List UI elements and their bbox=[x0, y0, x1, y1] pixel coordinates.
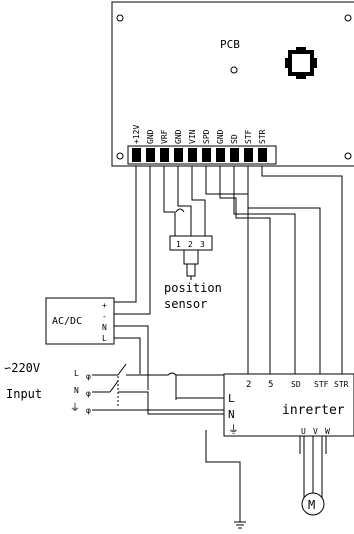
pcb-chip-icon bbox=[285, 47, 317, 79]
terminal-label-spd: SPD bbox=[202, 129, 211, 144]
pcb-label: PCB bbox=[220, 38, 240, 51]
terminal-label-vin: VIN bbox=[188, 129, 197, 144]
acdc-pin-n: N bbox=[102, 323, 107, 332]
input-terminal-ground-icon: φ bbox=[86, 406, 91, 415]
acdc-pin-minus: - bbox=[102, 312, 107, 321]
inverter-terminal-str: STR bbox=[334, 380, 349, 389]
inverter-terminal-sd: SD bbox=[291, 380, 301, 389]
inverter-label: inrerter bbox=[282, 403, 345, 418]
input-line-n: N bbox=[74, 386, 79, 395]
position-sensor: 1 2 3 position sensor bbox=[164, 235, 222, 311]
acdc-pin-l: L bbox=[102, 334, 107, 343]
sensor-pin-2: 2 bbox=[188, 240, 193, 249]
pcb-hole bbox=[230, 66, 238, 74]
inverter-terminal-l: L bbox=[228, 392, 235, 405]
inverter-terminal-n: N bbox=[228, 408, 235, 421]
inverter-terminal-5: 5 bbox=[268, 380, 273, 390]
mains-input: ∽220V Input L N ⏚ φ φ φ bbox=[4, 361, 91, 415]
terminal-label-12v: +12V bbox=[132, 125, 141, 144]
inverter-output-w: W bbox=[325, 427, 330, 436]
acdc-label: AC/DC bbox=[52, 316, 82, 327]
terminal-label-str: STR bbox=[258, 129, 267, 144]
acdc-module: AC/DC + - N L bbox=[45, 297, 115, 345]
sensor-label-line1: position bbox=[164, 281, 222, 295]
input-terminal-l-icon: φ bbox=[86, 372, 91, 381]
inverter-terminal-2: 2 bbox=[246, 380, 251, 390]
input-voltage: ∽220V bbox=[4, 361, 40, 375]
terminal-label-stf: STF bbox=[244, 129, 253, 144]
terminal-label-gnd-3: GND bbox=[216, 129, 225, 144]
inverter-output-v: V bbox=[313, 427, 318, 436]
pcb-terminal-screws bbox=[132, 148, 267, 162]
acdc-pin-plus: + bbox=[102, 301, 107, 310]
sensor-pin-1: 1 bbox=[176, 240, 181, 249]
terminal-label-sd: SD bbox=[230, 134, 239, 144]
sensor-pin-3: 3 bbox=[200, 240, 205, 249]
wiring bbox=[92, 166, 343, 529]
terminal-label-gnd: GND bbox=[146, 129, 155, 144]
input-line-ground: ⏚ bbox=[70, 402, 80, 414]
inverter-output-u: U bbox=[301, 427, 306, 436]
inverter-terminal-ground: ⏚ bbox=[228, 423, 239, 436]
terminal-label-vrf: VRF bbox=[160, 129, 169, 144]
terminal-label-gnd-2: GND bbox=[174, 129, 183, 144]
sensor-label-line2: sensor bbox=[164, 297, 207, 311]
pcb-board: PCB +12V GND VRF GND bbox=[111, 1, 354, 167]
motor: M bbox=[301, 492, 325, 516]
input-terminal-n-icon: φ bbox=[86, 389, 91, 398]
inverter-terminal-stf: STF bbox=[314, 380, 329, 389]
input-label: Input bbox=[6, 387, 42, 401]
input-line-l: L bbox=[74, 369, 79, 378]
motor-label: M bbox=[308, 498, 315, 512]
inverter: 2 5 SD STF STR L N ⏚ inrerter U V W bbox=[223, 373, 354, 437]
